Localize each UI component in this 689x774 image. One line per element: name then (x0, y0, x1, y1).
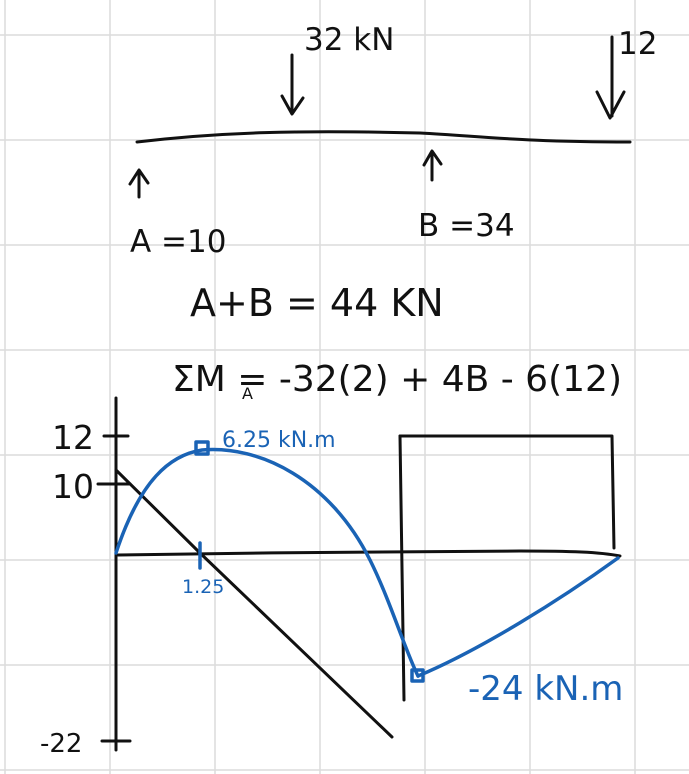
zero-crossing-label: 1.25 (182, 576, 224, 598)
tick-10-label: 10 (52, 467, 94, 506)
moment-sum-subscript: A (242, 384, 253, 403)
min-moment-label: -24 kN.m (468, 669, 623, 709)
moment-sum-equation: ΣM = -32(2) + 4B - 6(12) (172, 359, 622, 400)
support-a-label: A =10 (130, 224, 226, 260)
moment-curve-left (114, 447, 420, 678)
moment-curve-right (416, 556, 620, 678)
tick-12-label: 12 (52, 418, 94, 457)
load-12-label: 12 (618, 26, 657, 62)
shear-diagram-jump (398, 434, 406, 702)
max-moment-marker (194, 440, 210, 456)
baseline (116, 549, 622, 558)
max-moment-label: 6.25 kN.m (222, 428, 336, 453)
load-arrow-32kn (280, 53, 305, 116)
support-a-arrow (128, 168, 150, 199)
load-32kn-label: 32 kN (304, 22, 394, 58)
load-arrow-12 (595, 35, 626, 120)
shear-diagram-left (114, 468, 394, 739)
support-b-arrow (422, 149, 443, 182)
shear-diagram-right (398, 434, 616, 550)
support-b-label: B =34 (418, 208, 515, 244)
reaction-sum-equation: A+B = 44 KN (190, 281, 444, 325)
beam-line (135, 130, 632, 144)
min-moment-marker (410, 668, 425, 683)
tick-neg22-label: -22 (40, 729, 82, 759)
